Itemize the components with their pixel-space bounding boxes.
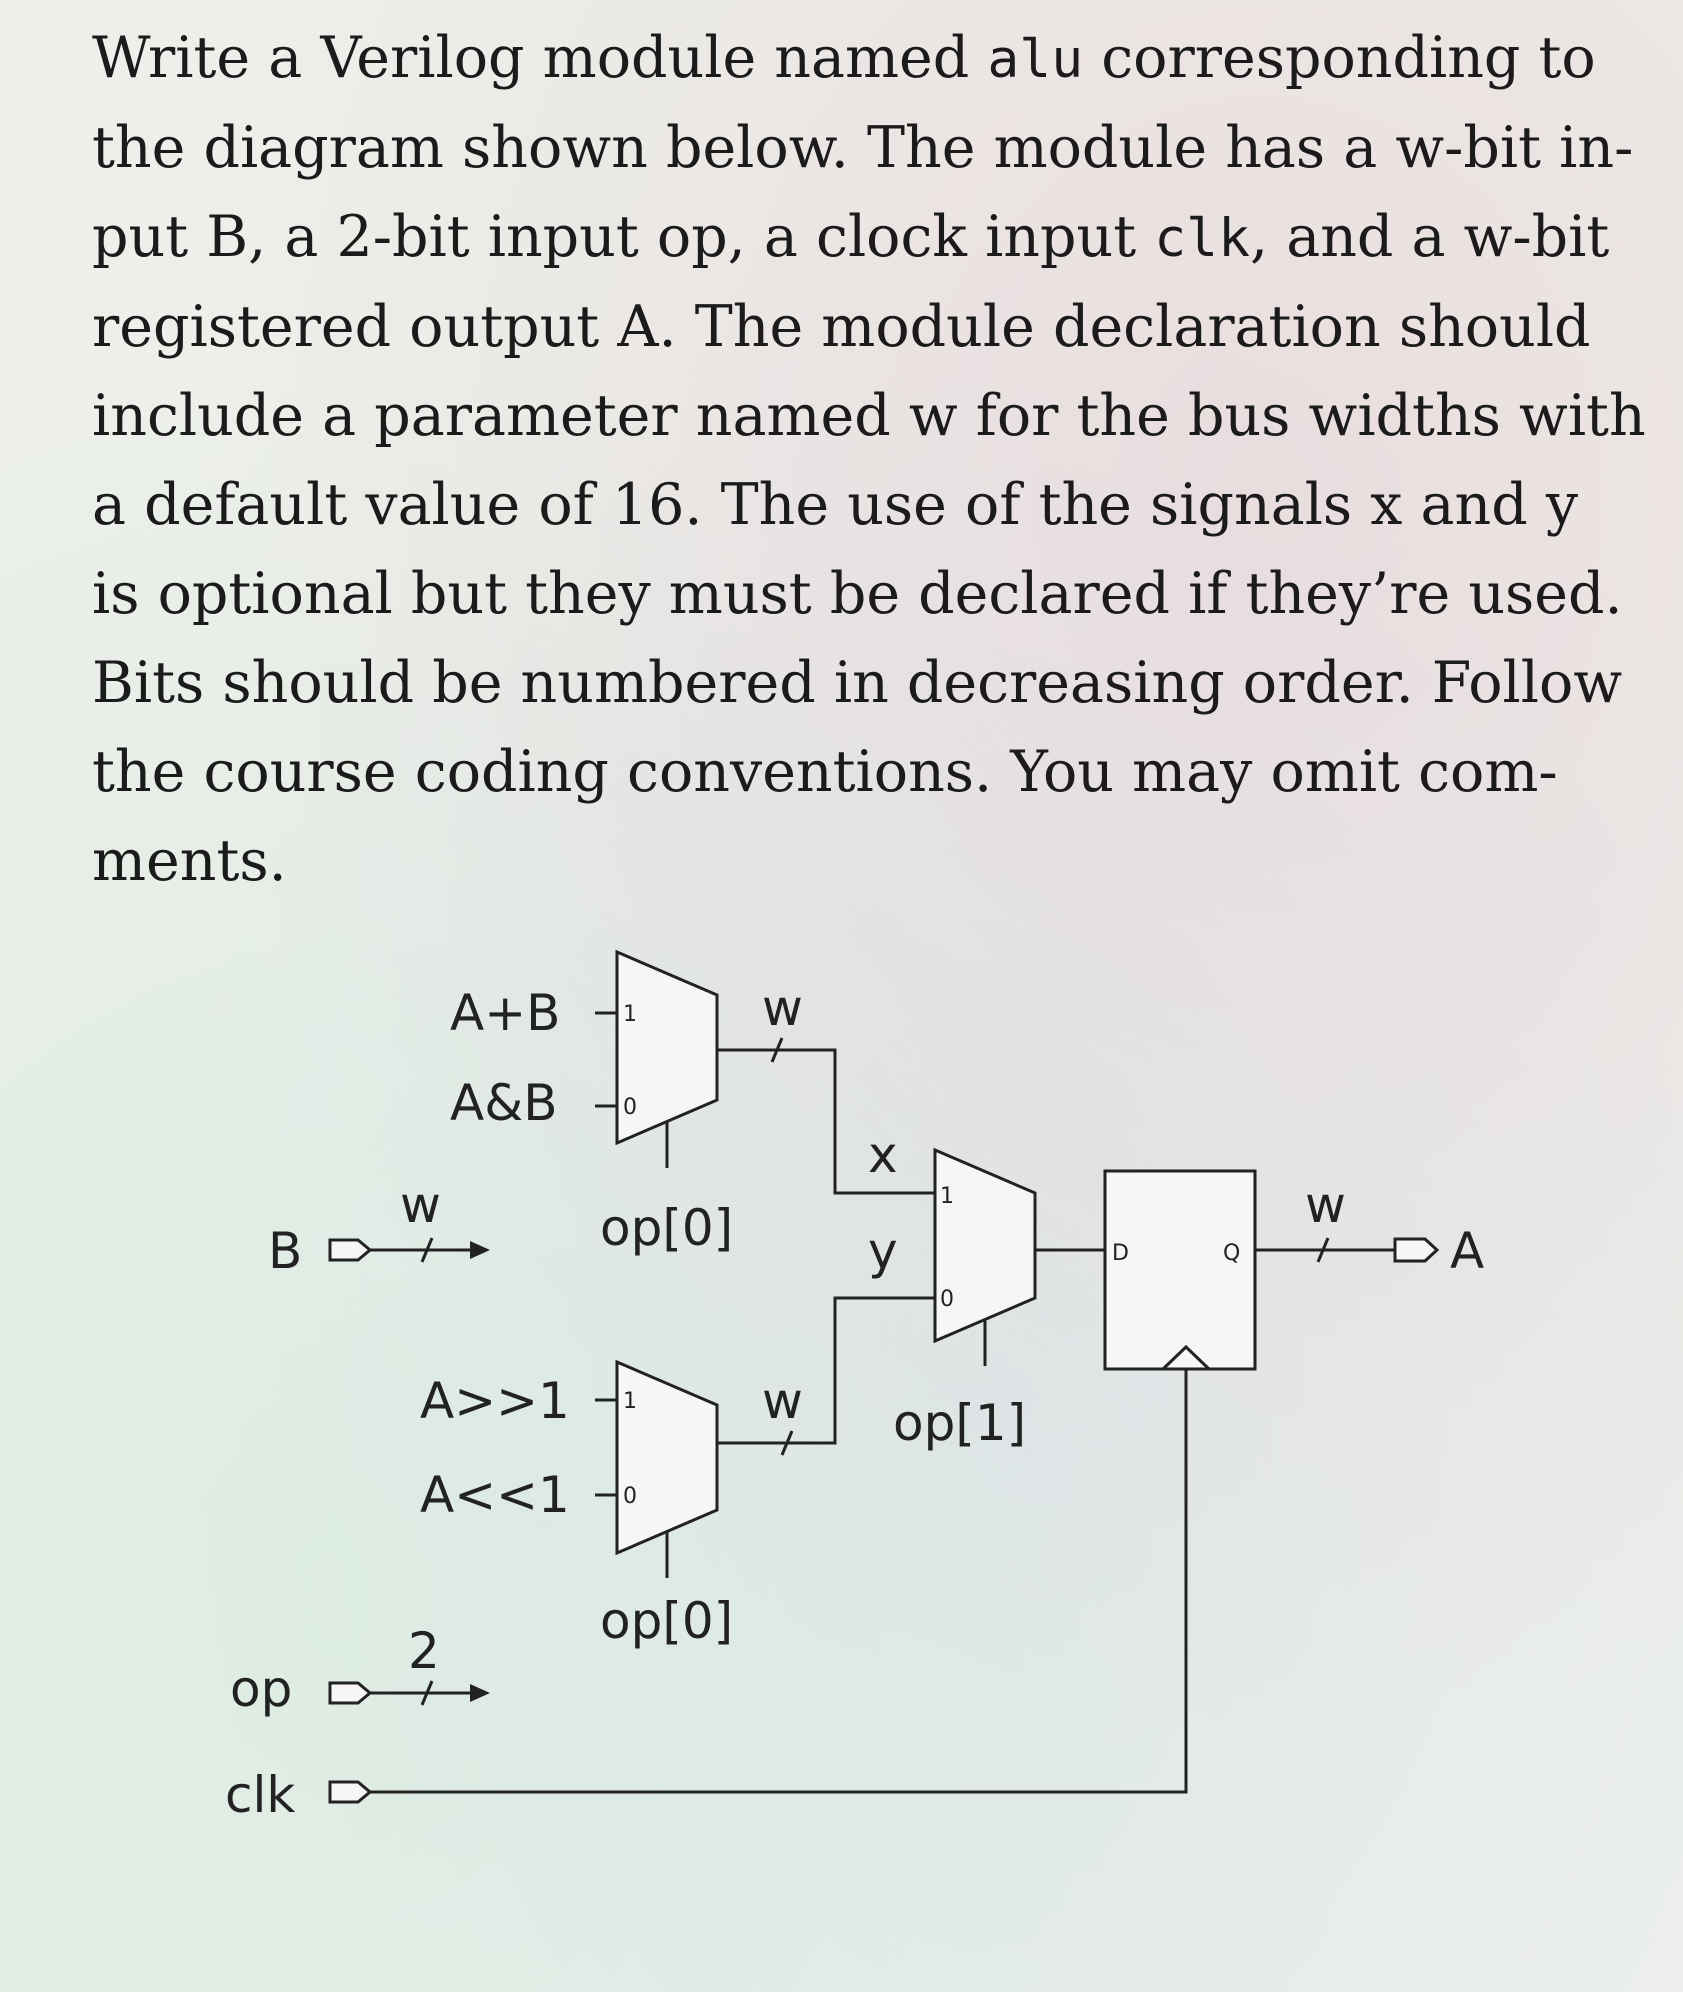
signal-x-label: x xyxy=(868,1126,898,1184)
mux-bottom-pin-0: 0 xyxy=(623,1484,637,1509)
mux-output-pin-1: 1 xyxy=(940,1184,954,1209)
input-port-clk xyxy=(328,1780,373,1804)
output-port-a xyxy=(1393,1237,1440,1263)
clock-wire xyxy=(370,1369,1188,1794)
mux-top-input-1-label: A+B xyxy=(450,984,560,1042)
question-line-10: ments. xyxy=(92,828,287,894)
mux-top-pin-1: 1 xyxy=(623,1002,637,1027)
mux-output-pin-0: 0 xyxy=(940,1287,954,1312)
mux-bottom-pin-1: 1 xyxy=(623,1389,637,1414)
mux-bottom-output-wire xyxy=(717,1296,937,1445)
mux-bottom-input-0-label: A<<1 xyxy=(420,1466,570,1524)
mux-bottom-select-label: op[0] xyxy=(600,1592,733,1650)
module-name-code: alu xyxy=(987,29,1084,90)
register-q-pin: Q xyxy=(1223,1241,1240,1266)
question-line-7: is optional but they must be declared if… xyxy=(92,561,1623,627)
clk-code: clk xyxy=(1154,208,1250,269)
input-op-bus-slash xyxy=(420,1680,434,1706)
mux-output-select-label: op[1] xyxy=(893,1394,1026,1452)
input-clk-label: clk xyxy=(225,1766,295,1824)
mux-top-pin-0: 0 xyxy=(623,1095,637,1120)
mux-output xyxy=(933,1147,1037,1344)
mux-bottom-bus-slash xyxy=(780,1430,794,1456)
register-d-pin: D xyxy=(1112,1241,1129,1266)
question-text: Write a Verilog module named alu corresp… xyxy=(92,14,1652,906)
mux-bottom-input-1-label: A>>1 xyxy=(420,1372,570,1430)
input-op-arrowhead xyxy=(470,1684,490,1702)
mux-top-select-label: op[0] xyxy=(600,1199,733,1257)
output-width-label: w xyxy=(1305,1176,1346,1234)
signal-y-label: y xyxy=(868,1222,898,1280)
input-b-bus-slash xyxy=(420,1237,434,1263)
mux-top-bus-slash xyxy=(770,1037,784,1063)
register xyxy=(1103,1169,1257,1371)
question-line-6: a default value of 16. The use of the si… xyxy=(92,472,1579,538)
question-line-4: registered output A. The module declarat… xyxy=(92,294,1591,360)
mux-top-input-0-label: A&B xyxy=(450,1074,558,1132)
input-b-arrowhead xyxy=(470,1241,490,1259)
input-op-width-label: 2 xyxy=(408,1622,440,1680)
mux-top-width-label: w xyxy=(762,979,803,1037)
input-op-label: op xyxy=(230,1660,292,1718)
mux-bottom xyxy=(615,1359,719,1556)
input-b-width-label: w xyxy=(400,1176,441,1234)
question-line-9: the course coding conventions. You may o… xyxy=(92,739,1558,805)
question-line-3: put B, a 2-bit input op, a clock input c… xyxy=(92,204,1610,270)
question-line-1: Write a Verilog module named alu corresp… xyxy=(92,25,1596,91)
output-bus-slash xyxy=(1316,1237,1330,1263)
question-line-8: Bits should be numbered in decreasing or… xyxy=(92,650,1623,716)
register-clock-triangle xyxy=(1161,1344,1211,1371)
input-port-b xyxy=(328,1238,373,1262)
mux-bottom-width-label: w xyxy=(762,1372,803,1430)
mux-top-output-wire xyxy=(717,1048,937,1195)
question-line-5: include a parameter named w for the bus … xyxy=(92,383,1646,449)
input-port-op xyxy=(328,1681,373,1705)
question-line-2: the diagram shown below. The module has … xyxy=(92,115,1634,181)
mux-top xyxy=(615,949,719,1146)
output-port-a-label: A xyxy=(1450,1222,1484,1280)
input-b-label: B xyxy=(268,1222,302,1280)
